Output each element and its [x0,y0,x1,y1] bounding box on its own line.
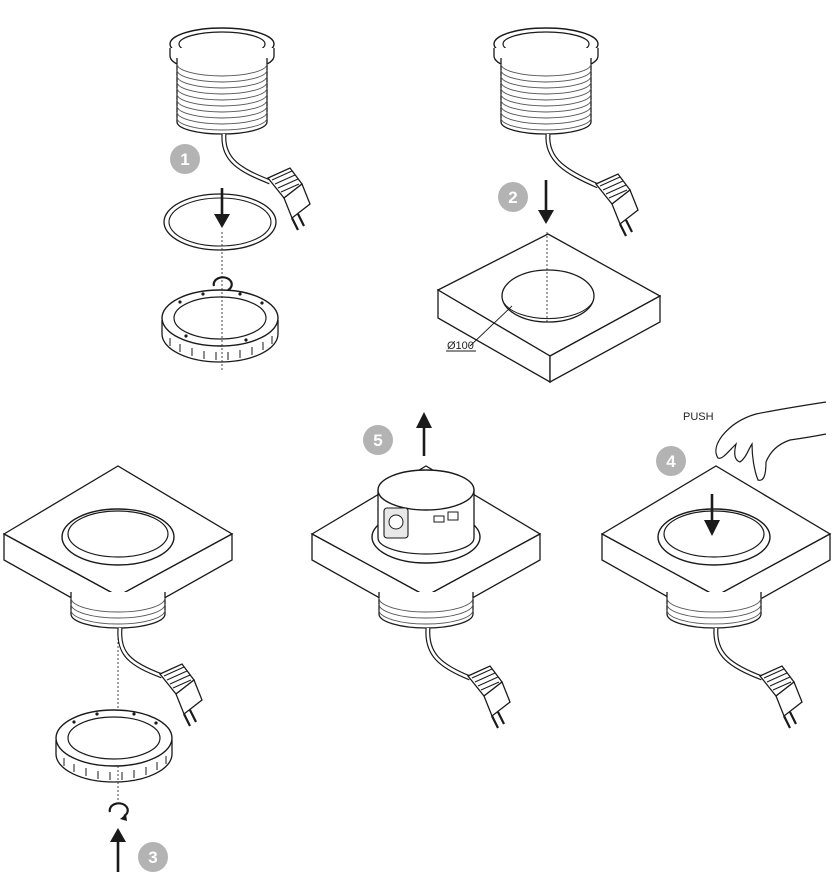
step-5-canister-bottom [378,592,474,629]
step-3-badge [138,842,168,872]
step-2-canister [493,27,599,135]
step-5-plug-icon [466,664,512,730]
step-4-number: 4 [666,452,676,471]
step-4-down-arrow-icon [704,494,720,536]
step-5-badge [363,425,393,455]
step-5-usb-port-icon [433,515,445,523]
step-3-lock-nut [55,709,173,783]
step-4-hand-icon [715,401,827,481]
hole-diameter-label: Ø100 [447,340,474,352]
step-1-group: 1 [161,27,312,372]
step-3-number: 3 [148,848,157,867]
step-2-down-arrow-icon [538,180,554,224]
step-3-cable [117,627,163,679]
step-4-plug-icon [758,664,804,730]
step-5-group: 5 [310,412,542,730]
step-1-canister [169,27,275,135]
step-4-worktop [600,465,832,626]
step-3-canister-bottom [70,592,166,629]
push-label: PUSH [683,411,714,423]
step-3-group: 3 [2,465,234,872]
step-1-number: 1 [180,150,189,169]
step-2-number: 2 [508,188,517,207]
step-2-dimension-leader [469,305,513,347]
step-5-up-arrow-icon [416,412,432,456]
step-2-plug-icon [594,172,640,238]
step-1-badge [170,144,200,174]
step-2-group: 2 Ø100 [436,27,662,384]
step-3-rotate-icon [108,802,129,823]
step-2-badge [498,182,528,212]
step-2-cutout-hole [501,269,595,323]
step-5-socket-tower [377,469,475,555]
step-4-canister-bottom [666,592,762,629]
step-3-up-arrow-icon [110,828,126,872]
step-4-group: PUSH 4 [600,401,832,730]
step-1-lock-nut [161,289,279,363]
step-3-plug-icon [158,662,204,728]
step-5-number: 5 [373,431,382,450]
step-2-worktop [436,233,662,384]
step-4-badge [656,446,686,476]
step-1-down-arrow-icon [214,188,230,228]
